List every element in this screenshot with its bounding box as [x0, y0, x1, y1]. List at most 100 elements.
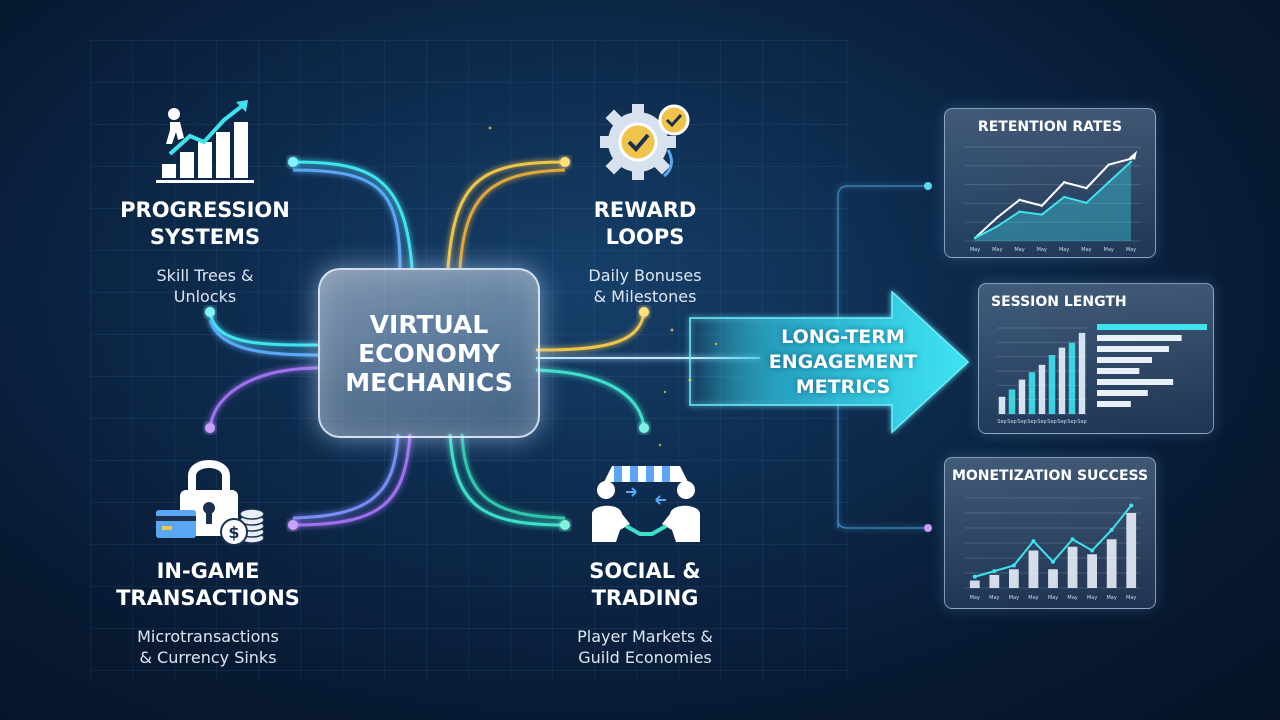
- horizontal-bar: [1097, 379, 1174, 385]
- x-tick-label: May: [1037, 247, 1047, 253]
- horizontal-bar: [1097, 357, 1152, 363]
- horizontal-bar: [1097, 324, 1207, 330]
- market-handshake-icon: [592, 466, 700, 542]
- x-tick-label: Sep: [1057, 419, 1066, 425]
- x-tick-label: May: [1048, 595, 1058, 601]
- x-tick-label: Sep: [1037, 419, 1046, 425]
- x-tick-label: May: [1081, 247, 1091, 253]
- bar: [1009, 569, 1019, 588]
- bar: [1068, 342, 1076, 414]
- retention-chart: May May May May May May May May: [965, 146, 1141, 253]
- center-title: VIRTUAL ECONOMY MECHANICS: [345, 309, 513, 397]
- data-point: [1062, 195, 1066, 199]
- bar: [1058, 347, 1066, 414]
- horizontal-bar: [1097, 346, 1169, 352]
- data-point: [1085, 201, 1088, 205]
- data-point: [1107, 163, 1110, 166]
- bar: [1067, 546, 1078, 588]
- data-point: [1070, 537, 1075, 542]
- node-subtitle: Daily Bonuses & Milestones: [588, 266, 702, 306]
- x-tick-label: Sep: [997, 419, 1006, 425]
- data-point: [1129, 503, 1134, 508]
- bar: [1126, 513, 1137, 588]
- x-tick-label: Sep: [1007, 419, 1016, 425]
- data-point: [1085, 186, 1088, 190]
- data-point: [1018, 198, 1021, 202]
- data-point: [1011, 563, 1016, 568]
- x-tick-label: May: [970, 247, 980, 253]
- x-tick-label: May: [989, 595, 999, 601]
- data-point: [1090, 548, 1095, 553]
- x-tick-label: May: [1104, 247, 1114, 253]
- x-tick-label: Sep: [1077, 419, 1086, 425]
- node-transactions: IN-GAME TRANSACTIONS Microtransactions &…: [88, 558, 328, 668]
- horizontal-bar: [1097, 335, 1182, 341]
- bar: [998, 396, 1006, 414]
- gear-checkmark-icon: [600, 104, 690, 180]
- chart-panel-retention: RETENTION RATES May May May May May May May May: [944, 108, 1156, 258]
- x-tick-label: May: [1126, 247, 1136, 253]
- data-point: [1031, 539, 1036, 544]
- bar: [1038, 364, 1046, 414]
- chart-title: RETENTION RATES: [977, 119, 1123, 135]
- data-point: [1051, 559, 1055, 564]
- bar: [1028, 372, 1036, 414]
- bar: [1078, 332, 1086, 414]
- x-tick-label: May: [1059, 247, 1069, 253]
- node-title: IN-GAME TRANSACTIONS: [116, 559, 300, 610]
- node-subtitle: Player Markets & Guild Economies: [577, 627, 713, 667]
- chart-title: SESSION LENGTH: [991, 294, 1127, 310]
- x-tick-label: Sep: [1067, 419, 1076, 425]
- x-tick-label: May: [1028, 595, 1038, 601]
- node-progression: PROGRESSION SYSTEMS Skill Trees & Unlock…: [95, 197, 315, 307]
- node-social: SOCIAL & TRADING Player Markets & Guild …: [535, 558, 755, 668]
- connector-endpoints: [205, 157, 932, 532]
- bar: [989, 574, 1000, 588]
- data-point: [1062, 181, 1066, 184]
- bar: [1048, 355, 1056, 414]
- bar: [1048, 569, 1058, 588]
- series-line: [974, 157, 1132, 239]
- bar: [1087, 554, 1097, 588]
- x-tick-label: May: [992, 247, 1002, 253]
- node-title: REWARD LOOPS: [593, 198, 697, 249]
- series-line: [974, 160, 1132, 239]
- node-reward: REWARD LOOPS Daily Bonuses & Milestones: [535, 197, 755, 307]
- data-point: [992, 569, 997, 574]
- chart-title: MONETIZATION SUCCESS: [951, 468, 1149, 484]
- node-subtitle: Skill Trees & Unlocks: [156, 266, 254, 306]
- x-tick-label: May: [1106, 595, 1116, 601]
- x-tick-label: May: [1014, 247, 1024, 253]
- center-hub: VIRTUAL ECONOMY MECHANICS: [318, 268, 540, 438]
- lock-card-coins-icon: $: [156, 460, 265, 546]
- bar: [1008, 389, 1016, 414]
- bar: [1018, 379, 1026, 414]
- data-point: [972, 574, 977, 579]
- data-point: [996, 216, 999, 219]
- x-tick-label: Sep: [1047, 419, 1056, 425]
- x-tick-label: May: [970, 595, 980, 601]
- x-tick-label: May: [1067, 595, 1077, 601]
- engagement-arrow: [689, 290, 970, 434]
- x-tick-label: Sep: [1017, 419, 1026, 425]
- series-area: [975, 161, 1131, 241]
- data-point: [1129, 160, 1133, 163]
- data-point: [1109, 527, 1114, 532]
- progression-stairs-chart-icon: [156, 100, 254, 183]
- node-title: SOCIAL & TRADING: [589, 559, 701, 610]
- horizontal-bar: [1097, 401, 1131, 407]
- node-title: PROGRESSION SYSTEMS: [120, 198, 290, 249]
- data-point: [973, 236, 977, 240]
- bar: [969, 580, 980, 588]
- data-point: [996, 225, 999, 228]
- node-subtitle: Microtransactions & Currency Sinks: [137, 627, 279, 667]
- bar: [1028, 550, 1039, 588]
- svg-text:$: $: [228, 523, 239, 542]
- horizontal-bar: [1097, 368, 1140, 374]
- data-point: [1018, 210, 1021, 213]
- data-point: [1107, 181, 1110, 184]
